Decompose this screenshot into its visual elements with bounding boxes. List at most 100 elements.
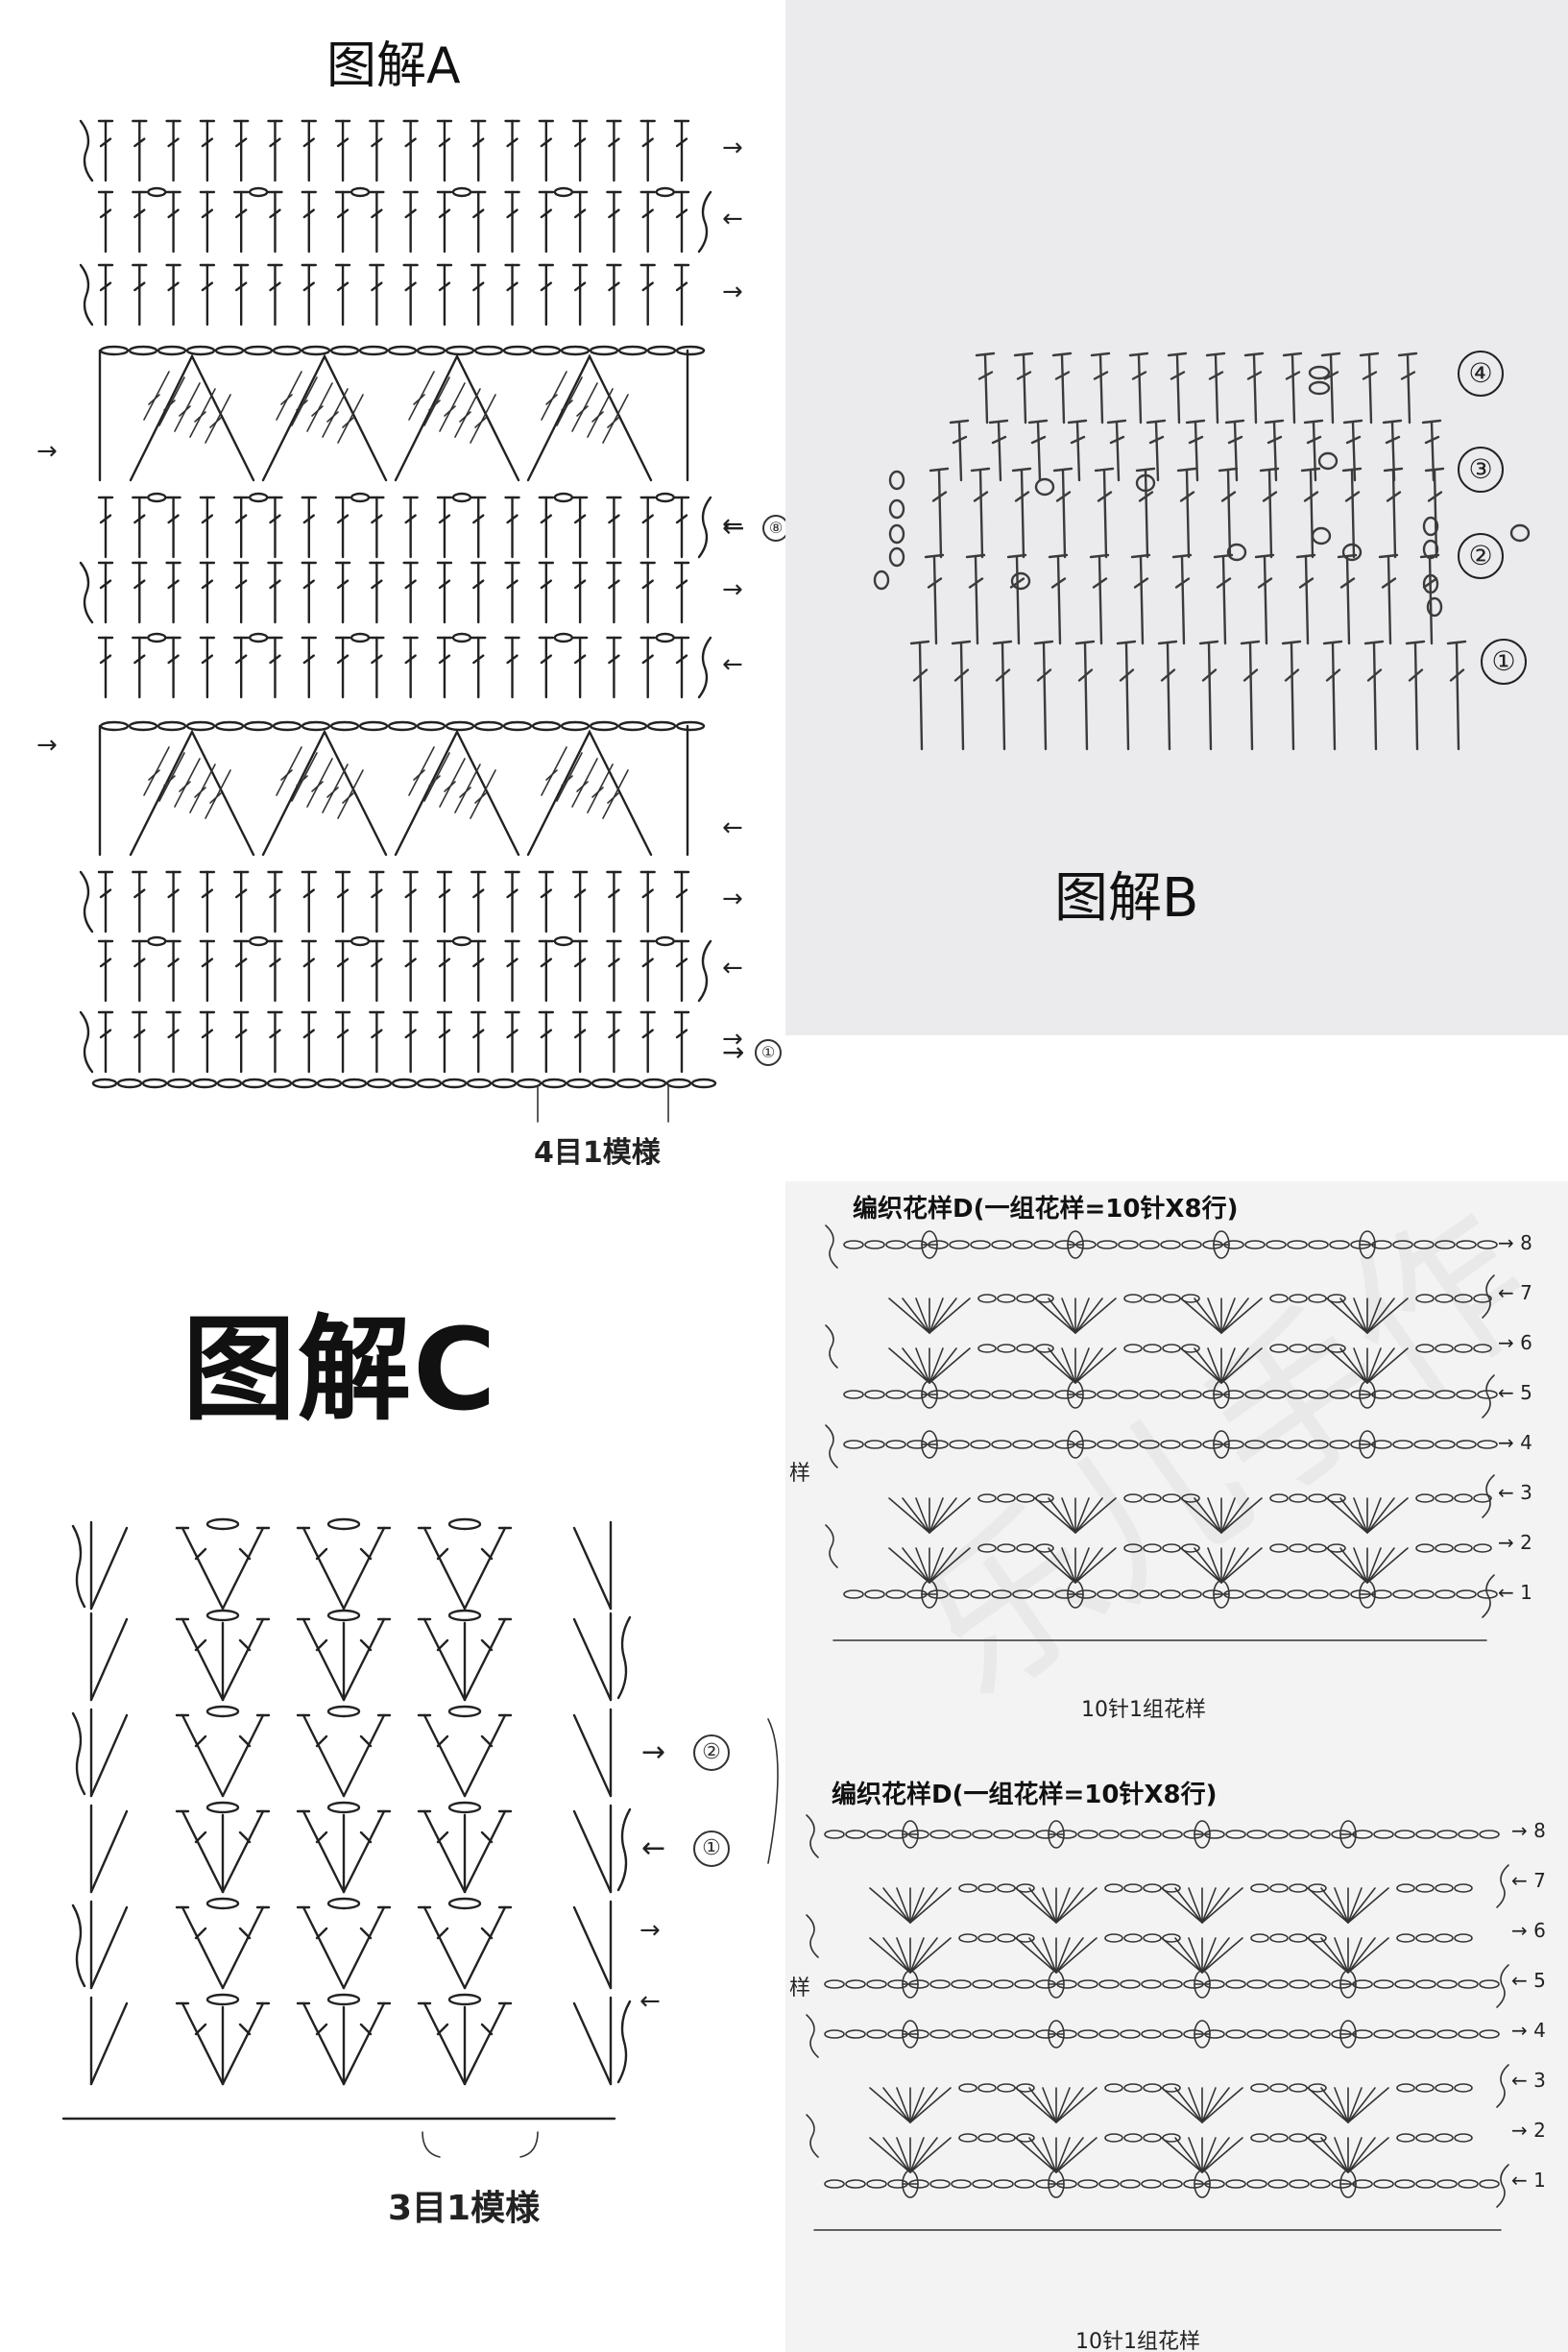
fan-stitch-post bbox=[1220, 1347, 1249, 1384]
dc-stitch-post bbox=[1102, 469, 1108, 559]
dc-stitch-top bbox=[1067, 419, 1088, 424]
dc-stitch-slash bbox=[1138, 491, 1154, 502]
v-stitch-post bbox=[302, 1617, 346, 1702]
chain-stitch-mark bbox=[1310, 1830, 1331, 1839]
turning-chain-mark bbox=[1496, 1964, 1509, 2008]
chain-stitch-mark bbox=[675, 345, 706, 356]
chain-stitch-mark bbox=[970, 1589, 991, 1599]
fan-stitch-post bbox=[1334, 1937, 1349, 1974]
v-stitch-post bbox=[342, 1617, 386, 1702]
dc-stitch-top bbox=[1205, 352, 1226, 357]
fan-stitch-post bbox=[1055, 2087, 1098, 2123]
chain-stitch-mark bbox=[1289, 2083, 1308, 2093]
v-stitch-post bbox=[342, 1526, 386, 1611]
chain-stitch-mark bbox=[1244, 1240, 1266, 1249]
dc-stitch-slash bbox=[404, 654, 417, 665]
fan-stitch-post bbox=[1366, 1347, 1382, 1384]
chain-stitch-mark bbox=[1308, 365, 1331, 380]
chain-stitch-mark bbox=[1141, 2029, 1162, 2039]
chain-stitch-mark bbox=[214, 345, 245, 356]
turning-chain-mark bbox=[806, 2014, 819, 2058]
fan-stitch-post bbox=[1015, 2087, 1057, 2123]
chain-stitch-mark bbox=[301, 720, 331, 732]
chain-stitch-mark bbox=[1141, 1830, 1162, 1839]
dc-stitch-slash bbox=[1093, 371, 1109, 380]
shell-stitch-post bbox=[174, 382, 201, 432]
dc-stitch-slash bbox=[1242, 668, 1259, 682]
chain-stitch-mark bbox=[1289, 2133, 1308, 2143]
chain-stitch-mark bbox=[185, 345, 216, 356]
chain-stitch-mark bbox=[531, 345, 562, 356]
fan-stitch-post bbox=[1061, 1297, 1076, 1334]
shell-stitch-post bbox=[454, 388, 481, 438]
chain-stitch-mark bbox=[1143, 1883, 1162, 1893]
chart-b-title: 图解B bbox=[1054, 867, 1199, 930]
chain-stitch-mark bbox=[1246, 2179, 1267, 2189]
chart-b-row-2-label: ② bbox=[1458, 533, 1504, 579]
chain-stitch-mark bbox=[451, 492, 472, 503]
chain-stitch-mark bbox=[824, 2179, 845, 2189]
dc-stitch-top bbox=[1421, 419, 1442, 424]
chain-stitch-mark bbox=[1413, 1240, 1435, 1249]
fan-stitch-post bbox=[902, 1497, 930, 1534]
dc-stitch-slash bbox=[472, 514, 485, 524]
dc-stitch-top bbox=[1405, 640, 1426, 645]
dc-stitch-slash bbox=[1227, 435, 1243, 445]
v-stitch-post bbox=[89, 1713, 129, 1798]
turning-chain-mark bbox=[1496, 2164, 1509, 2208]
dc-stitch-slash bbox=[404, 514, 417, 524]
dc-stitch-top bbox=[1090, 352, 1111, 357]
chain-stitch-mark bbox=[864, 1390, 885, 1399]
fan-stitch-post bbox=[888, 1347, 930, 1384]
shell-stitch-post bbox=[337, 769, 364, 819]
chain-stitch-mark bbox=[185, 720, 216, 732]
dc-stitch-top bbox=[1240, 640, 1261, 645]
dc-stitch-top bbox=[929, 467, 950, 473]
chain-stitch-mark bbox=[473, 720, 504, 732]
chart-d-bottom-row-2: → 2 bbox=[1511, 2119, 1546, 2142]
chain-stitch-mark bbox=[560, 720, 591, 732]
fan-stitch-post bbox=[1339, 1547, 1368, 1584]
shell-stitch-outline bbox=[394, 729, 520, 857]
arrow-right-icon: → bbox=[722, 278, 743, 306]
chain-stitch-mark bbox=[205, 1609, 240, 1622]
chain-stitch-mark bbox=[949, 1390, 970, 1399]
dc-stitch-slash bbox=[1188, 435, 1204, 445]
chain-stitch-mark bbox=[1267, 1979, 1289, 1989]
chain-stitch-mark bbox=[1033, 1390, 1054, 1399]
fan-stitch-post bbox=[1347, 2137, 1363, 2173]
chain-stitch-mark bbox=[1289, 1294, 1308, 1303]
chain-stitch-mark bbox=[272, 345, 302, 356]
chain-stitch-mark bbox=[1308, 1240, 1329, 1249]
shell-stitch-slash bbox=[413, 769, 425, 781]
fan-stitch-post bbox=[929, 1297, 971, 1334]
chain-stitch-mark bbox=[1077, 2029, 1098, 2039]
chart-d-top-row-6: → 6 bbox=[1498, 1331, 1532, 1354]
fan-stitch-post bbox=[1055, 1887, 1071, 1924]
dc-stitch-slash bbox=[1070, 435, 1086, 445]
chain-stitch-mark bbox=[358, 720, 389, 732]
dc-stitch-top bbox=[1303, 419, 1324, 424]
dc-stitch-slash bbox=[167, 514, 180, 524]
arrow-left-icon: ← bbox=[722, 954, 743, 982]
dc-stitch-slash bbox=[540, 281, 553, 292]
chain-stitch-mark bbox=[1250, 2133, 1269, 2143]
dc-stitch-post bbox=[978, 469, 984, 559]
fan-stitch-post bbox=[1201, 2137, 1230, 2173]
chain-stitch-mark bbox=[1267, 1830, 1289, 1839]
shell-stitch-slash bbox=[163, 400, 176, 411]
dc-stitch-slash bbox=[167, 137, 180, 148]
chain-stitch-mark bbox=[1104, 2083, 1123, 2093]
dc-stitch-slash bbox=[336, 281, 350, 292]
chain-stitch-mark bbox=[1098, 2029, 1120, 2039]
fan-stitch-post bbox=[1074, 1497, 1103, 1534]
chain-stitch-mark bbox=[949, 1589, 970, 1599]
shell-stitch-slash bbox=[459, 787, 471, 798]
chain-stitch-mark bbox=[1104, 1933, 1123, 1943]
dc-stitch-top bbox=[1094, 467, 1115, 473]
chain-stitch-mark bbox=[1435, 1440, 1456, 1449]
fan-stitch-post bbox=[1074, 1347, 1090, 1384]
chain-stitch-mark bbox=[466, 1078, 493, 1089]
v-stitch-post bbox=[89, 1809, 129, 1894]
fan-stitch-post bbox=[869, 1887, 911, 1924]
